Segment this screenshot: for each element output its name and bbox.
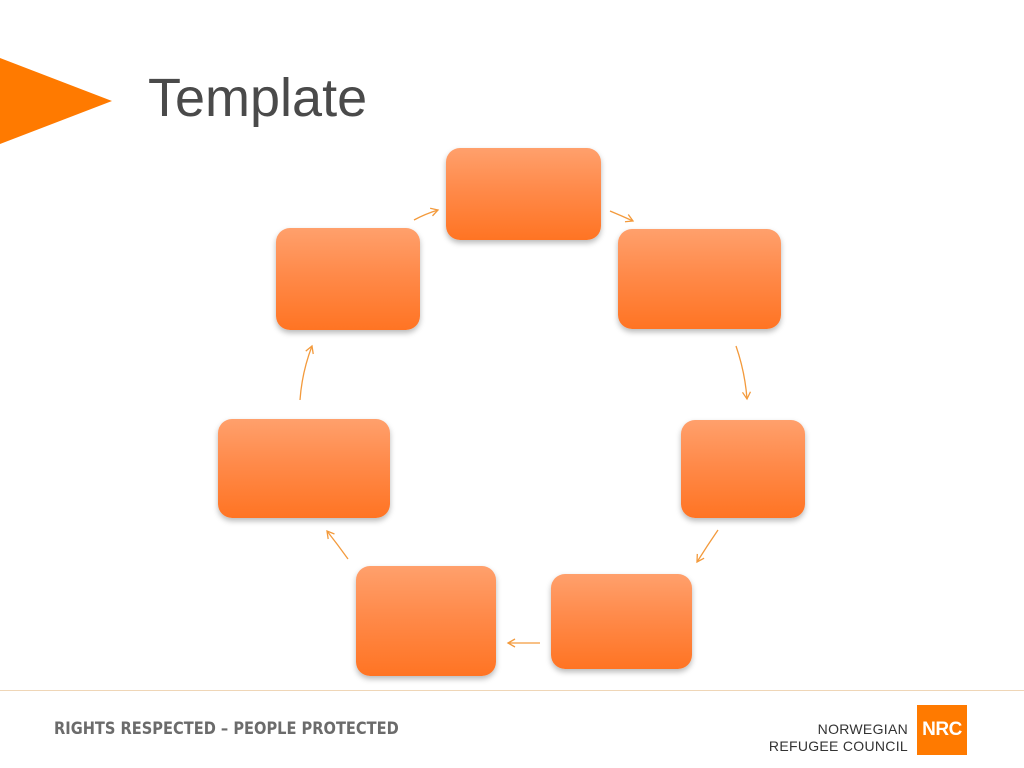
arrow-6-to-7 (299, 344, 314, 401)
arrow-7-to-1 (413, 207, 440, 221)
organization-name-line-2: REFUGEE COUNCIL (768, 738, 908, 754)
cycle-diagram (218, 148, 805, 676)
cycle-node-1 (446, 148, 601, 240)
cycle-node-2 (618, 229, 781, 329)
accent-triangle-icon (0, 58, 112, 144)
cycle-arrows (299, 207, 752, 648)
footer-divider (0, 690, 1024, 691)
cycle-node-7 (276, 228, 420, 330)
cycle-node-6 (218, 419, 390, 518)
organization-name: NORWEGIAN REFUGEE COUNCIL (769, 721, 908, 755)
cycle-node-4 (551, 574, 692, 669)
arrow-5-to-6 (326, 529, 349, 560)
nrc-logo: NRC (917, 705, 967, 755)
cycle-node-3 (681, 420, 805, 518)
organization-name-line-1: NORWEGIAN (817, 721, 908, 737)
page-title: Template (148, 68, 368, 128)
arrow-3-to-4 (696, 529, 719, 564)
arrow-1-to-2 (609, 210, 635, 223)
footer-tagline: RIGHTS RESPECTED – PEOPLE PROTECTED (54, 719, 399, 739)
cycle-node-5 (356, 566, 496, 676)
arrow-2-to-3 (735, 345, 752, 401)
